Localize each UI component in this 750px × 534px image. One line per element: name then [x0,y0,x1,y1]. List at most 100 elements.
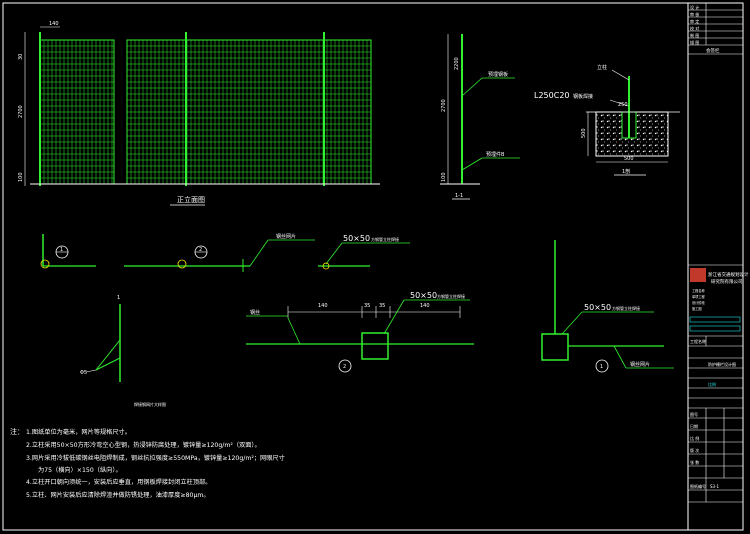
approval-row: 设 计 [690,4,699,10]
dim-height: 2700 [18,105,24,118]
side-view: 2200 2700 100 预埋钢板 预埋件B 1-1 [440,34,520,200]
foundation-title: 1剖 [622,168,630,175]
dim-35-b: 35 [379,303,385,309]
small-line: 设计阶段 [692,300,706,305]
info-row: 图纸编号 [690,483,706,489]
section-2: 140 35 35 140 钢丝 50×50 方钢管立柱焊接 2 [246,291,474,373]
title-block: 设 计 审 核 审 定 校 对 制 图 描 图 会签栏 浙江省交通规划设计 研究… [688,3,749,503]
label-upper: 预埋钢板 [488,71,508,78]
company-line1: 浙江省交通规划设计 [708,271,749,278]
tube-note-2: 方钢管立柱焊接 [437,293,465,299]
leader-line [249,239,269,267]
dim-bottom: 100 [441,172,447,182]
tube-label-3: 50×50 [584,303,611,312]
approval-row: 描 图 [690,39,699,45]
title-block-frame [687,2,744,531]
section-circle-1 [595,359,609,373]
leader-line [609,99,629,107]
tube-note-3: 方钢管立柱焊接 [612,305,640,311]
dim-top: 250 [618,102,628,108]
note-line: 3.网片采用冷拔低碳钢丝电阻焊制成，钢丝抗拉强度≥550MPa，镀锌量≥120g… [26,454,285,462]
leader-line [85,369,97,373]
dim-bottom: 100 [18,172,24,182]
note-line: 5.立柱、网片安装后应清除焊渣并做防锈处理，油漆厚度≥80μm。 [26,491,210,499]
small-line: 工程名称 [692,288,706,293]
company-line2: 研究院有限公司 [711,278,743,285]
leader-line [611,69,630,81]
section-circle-1-label: 1 [600,364,603,370]
note-line: 2.立柱采用50×50方形冷弯空心型钢，热浸锌防腐处理，镀锌量≥120g/m²（… [26,441,261,449]
square-tube [361,332,389,360]
approval-row: 校 对 [690,25,699,31]
post-label: 立柱 [597,64,607,71]
dim-140-right: 140 [420,303,430,309]
drawing-code: S3-1 [710,484,720,489]
leader-line [461,77,483,97]
brace [95,357,121,371]
tube-note-1: 方钢管立柱焊接 [371,236,399,242]
angle-label: Φ5 [80,370,87,376]
drawing-title: 防护栅栏设计图 [708,361,736,367]
small-line: 单项工程 [692,294,706,299]
leader-line [325,242,343,265]
weld-point [177,259,187,269]
small-line: 施工图 [692,306,702,311]
square-tube [541,333,569,361]
spec-note: 钢板焊接 [573,93,593,100]
weld-point [322,262,330,270]
brace [95,339,121,371]
leader-line [287,317,301,345]
approval-row: 审 定 [690,18,699,24]
countersign-label: 会签栏 [706,47,720,54]
approval-row: 审 核 [690,11,699,17]
marker-1-label: 1 [60,247,63,253]
leader-line [461,157,483,171]
note-line: 1.图纸单位为毫米，网片等规格尺寸。 [26,428,131,436]
cyan-bar [689,316,741,323]
leader-line [561,311,583,335]
detail-strip: 1 2 钢丝网片 50×50 方钢管立柱焊接 [40,233,410,272]
approval-row: 制 图 [690,32,699,38]
section-mark: 1 [117,295,120,301]
section-1: 50×50 方钢管立柱焊接 钢丝网片 1 [541,240,674,373]
foundation-section: 立柱 L250C20 钢板焊接 250 500 500 1剖 [534,64,680,176]
elevation-title: 正立面图 [177,195,205,204]
info-row: 比 例 [690,435,699,441]
note-line: 4.立柱开口朝向须统一，安装后应垂直，用钢板焊接封闭立柱顶部。 [26,478,211,486]
dim-upper: 2200 [454,57,460,70]
section-circle-2 [338,359,352,373]
leader-line [383,299,405,335]
mesh-grid [40,40,371,184]
label-lower: 预埋件B [486,151,505,158]
dim-top: 140 [49,21,59,27]
section-circle-2-label: 2 [343,364,346,370]
notes-head: 注： [10,427,24,436]
front-elevation: 140 30 2700 100 正立面图 [18,21,380,206]
info-row: 张 数 [690,459,699,465]
side-view-title: 1-1 [455,193,463,199]
dim-140-left: 140 [318,303,328,309]
fence-note: 焊接钢网片大样图 [134,401,166,407]
cyan-bar [689,325,741,332]
spec: L250C20 [534,91,570,100]
info-row: 日期 [690,423,698,429]
tube-label-2: 50×50 [410,291,437,300]
brace-detail: 1 Φ5 焊接钢网片大样图 [80,295,166,407]
company-logo [690,268,706,282]
leader-line [613,345,627,369]
left-label-2: 钢丝 [250,309,260,316]
scale-label: 比例 [708,381,716,387]
dim-35-a: 35 [364,303,370,309]
notes: 注： 1.图纸单位为毫米，网片等规格尺寸。 2.立柱采用50×50方形冷弯空心型… [10,427,285,499]
dim-width: 500 [624,156,634,162]
dim-height: 2700 [441,99,447,112]
tube-label-1: 50×50 [343,234,370,243]
project-label: 工程名称 [690,338,706,344]
mesh-label-1: 钢丝网片 [276,233,296,240]
marker-2-label: 2 [199,247,202,253]
dim-left-top: 30 [18,54,24,60]
info-row: 图号 [690,411,698,417]
mesh-label-3: 钢丝网片 [630,361,650,368]
